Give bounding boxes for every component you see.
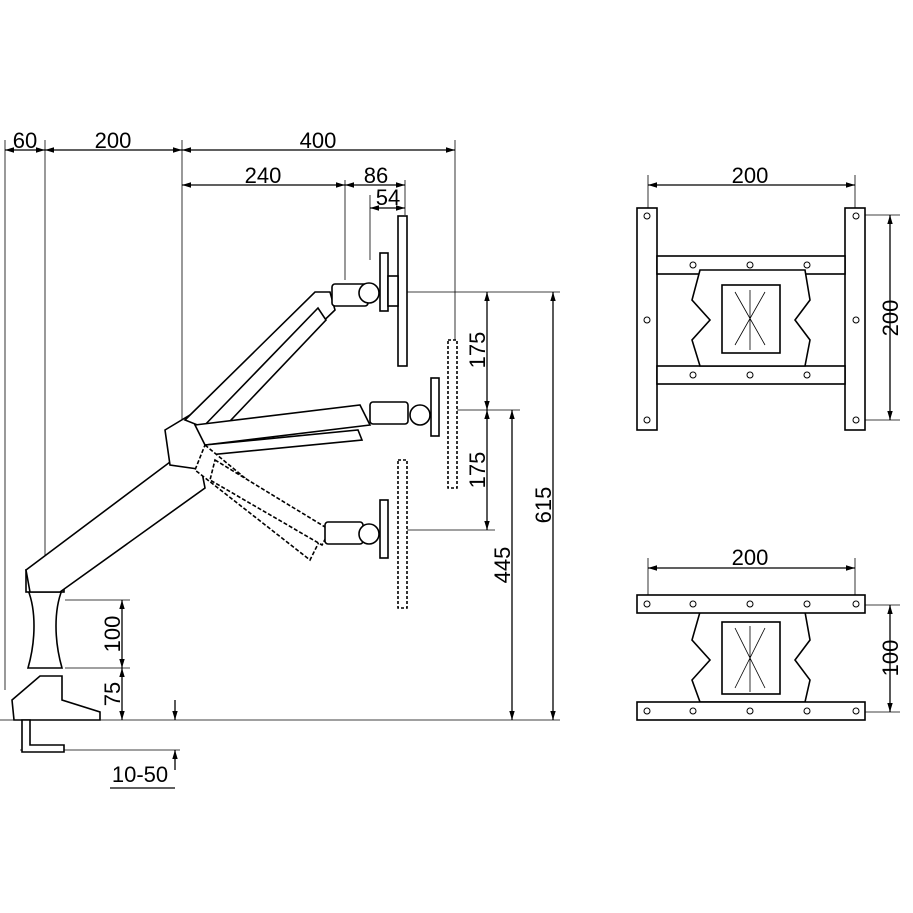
dim-plate-depth: 54	[376, 185, 400, 210]
vesa-200x100-plate: 200 100	[636, 545, 903, 721]
desk-clamp	[11, 675, 101, 753]
dim-mid-height: 445	[490, 547, 515, 584]
vesa-200x200-plate: 200 200	[636, 163, 903, 431]
upper-arm-lowered	[194, 443, 408, 609]
dim-tilt-depth: 86	[364, 163, 388, 188]
lower-arm	[25, 414, 206, 593]
dim-pole-lower: 75	[100, 682, 125, 706]
dim-upper-travel: 175	[465, 332, 490, 369]
dim-desk-thickness: 10-50	[112, 762, 168, 787]
upper-arm-middle	[193, 339, 458, 489]
dim-max-height: 615	[531, 487, 556, 524]
vesa-200x100-height: 100	[878, 640, 903, 677]
dim-pole-to-arm: 200	[95, 128, 132, 153]
side-view: 60 200 400 240 86 54 175 175 445 615 100…	[0, 128, 560, 789]
dimension-lines	[5, 147, 556, 789]
vesa-200-width: 200	[732, 163, 769, 188]
dim-pole-upper: 100	[100, 616, 125, 653]
vesa-200x100-width: 200	[732, 545, 769, 570]
dim-lower-travel: 175	[465, 452, 490, 489]
vesa-200-height: 200	[878, 300, 903, 337]
dim-arm-segment: 240	[245, 163, 282, 188]
dim-arm-reach: 400	[300, 128, 337, 153]
upper-arm-raised	[183, 215, 408, 442]
dim-clamp-offset: 60	[13, 128, 37, 153]
